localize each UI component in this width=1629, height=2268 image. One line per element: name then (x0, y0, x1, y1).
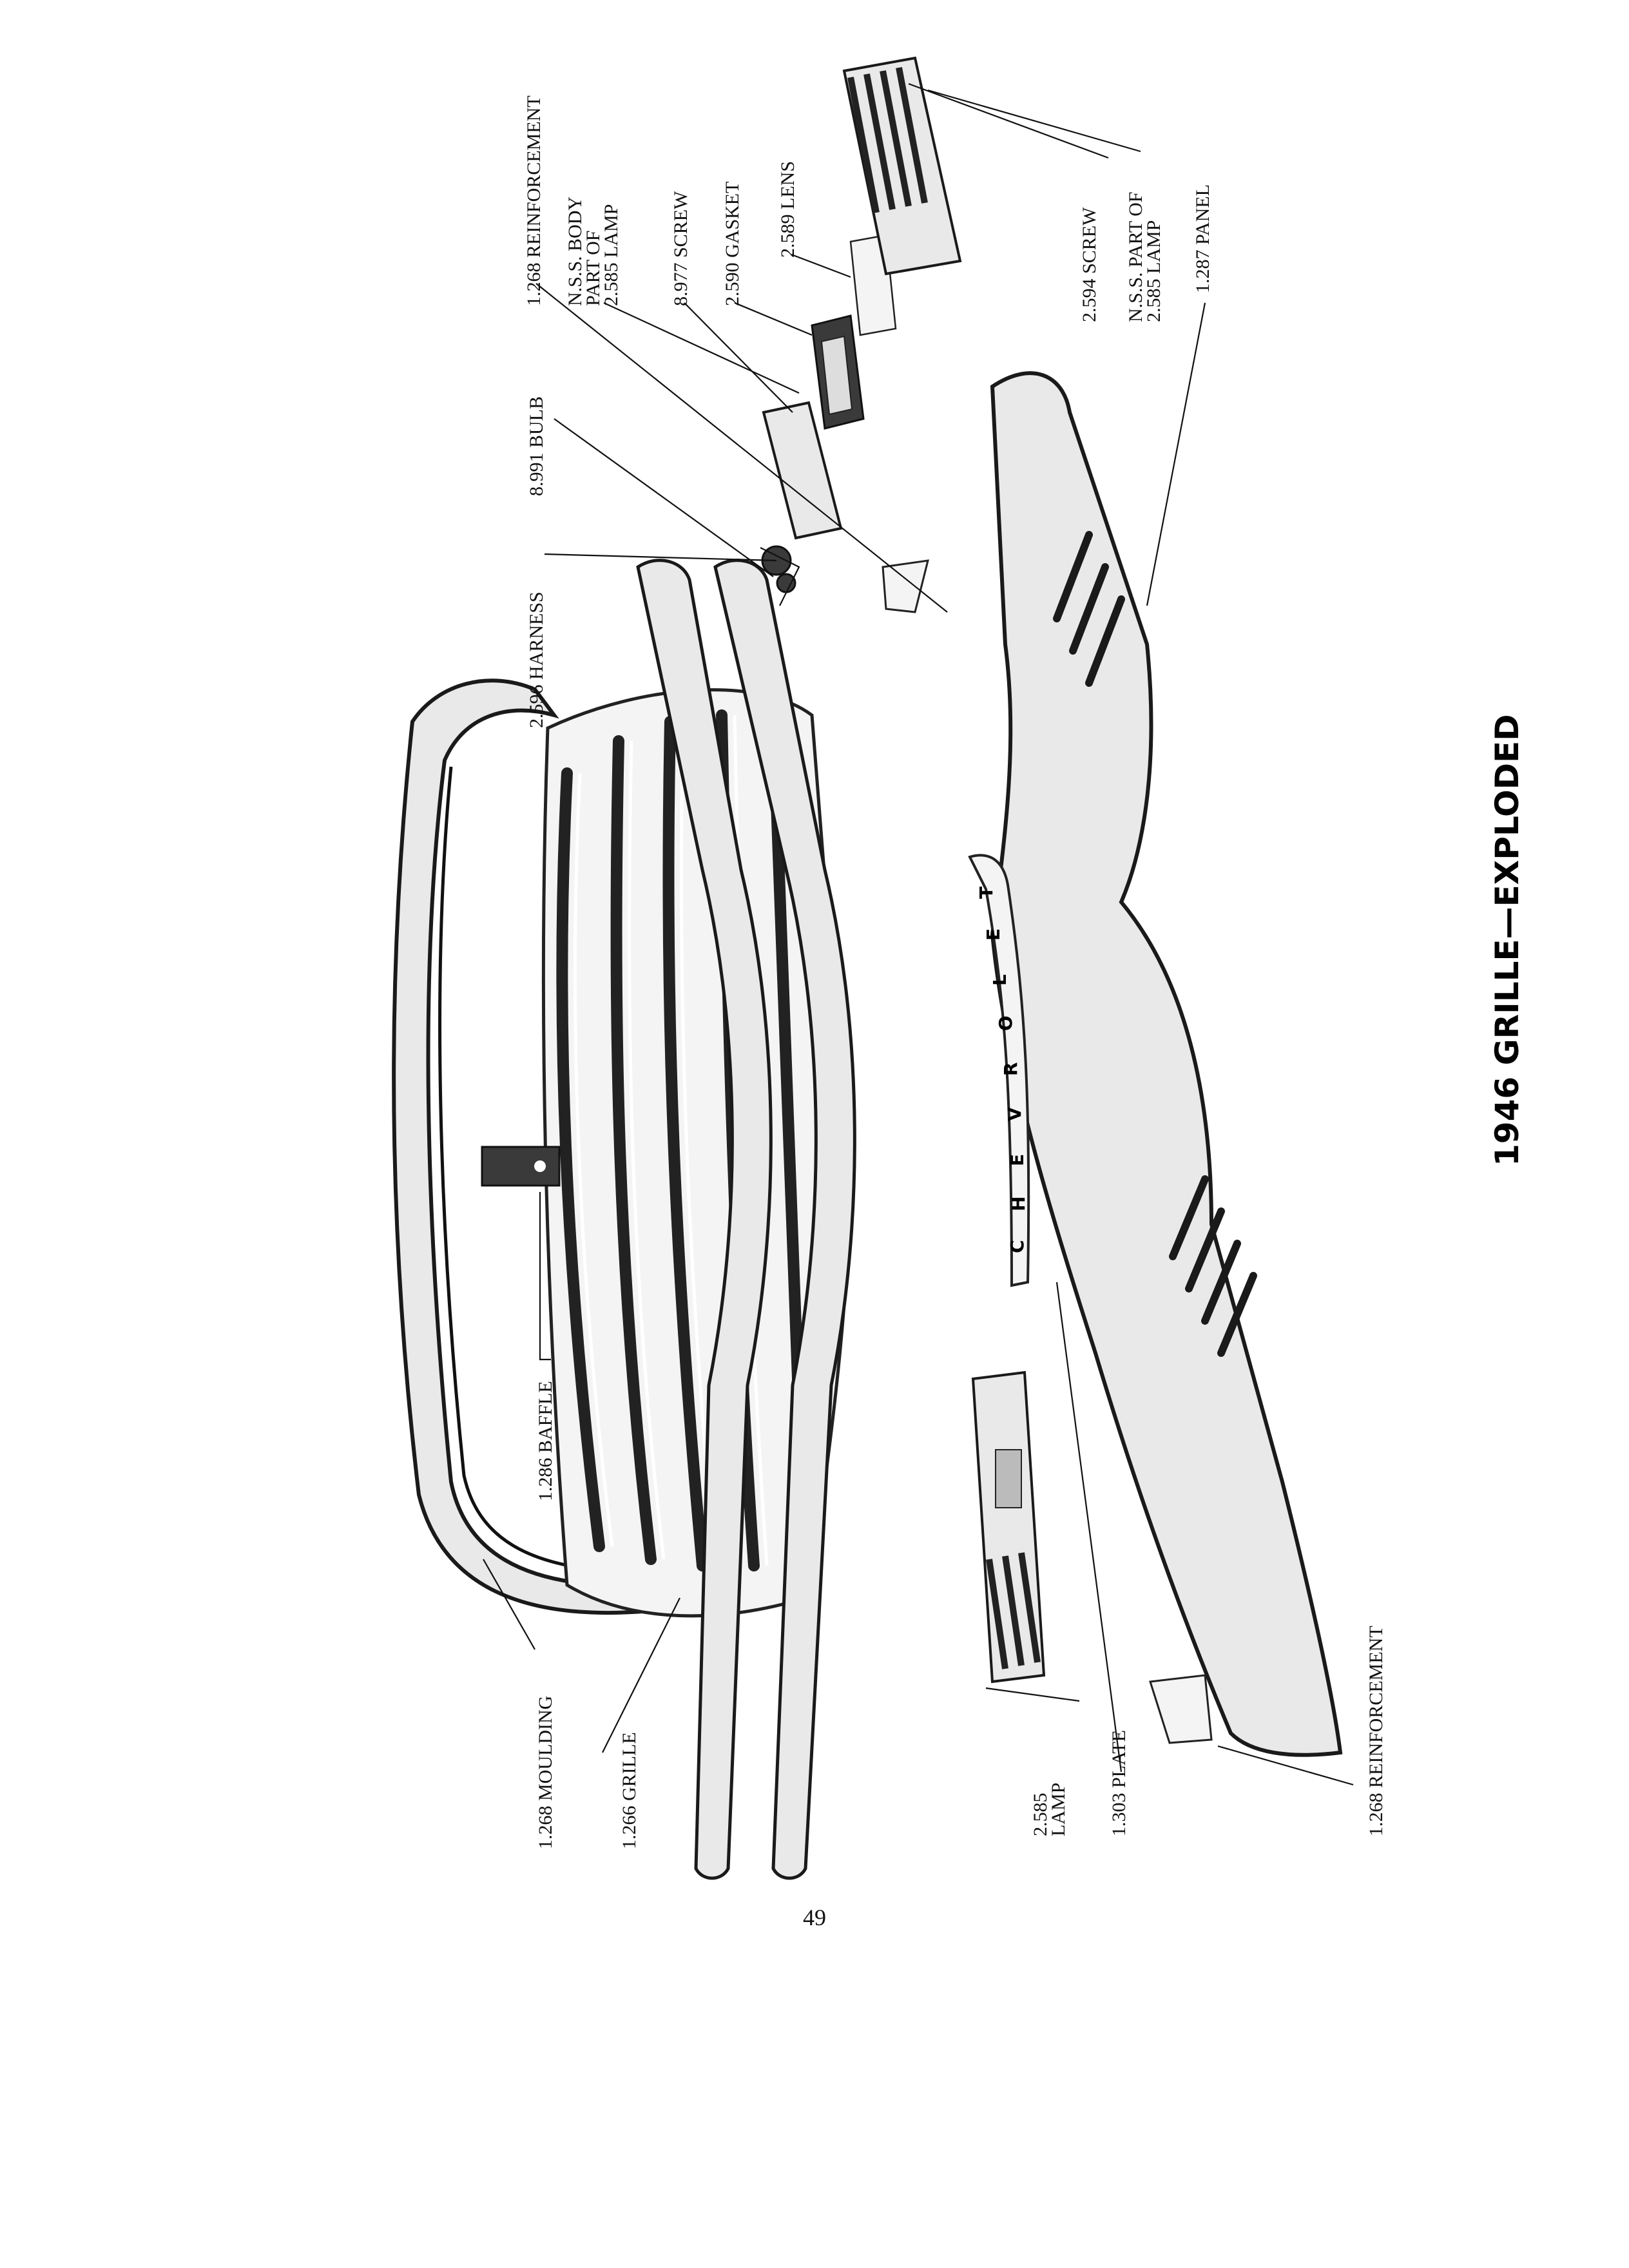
label-screw-8977: 8.977 SCREW (670, 191, 691, 306)
nameplate-letter: H (1008, 1196, 1029, 1211)
label-nss-part-line2: 2.585 LAMP (1143, 220, 1164, 322)
label-screw-2594: 2.594 SCREW (1079, 207, 1100, 322)
panel-louvers (1053, 531, 1257, 1357)
page-number: 49 (803, 1905, 826, 1930)
label-nss-body-line1: N.S.S. BODY (564, 197, 586, 306)
grille-front-bar-1 (636, 559, 773, 1880)
label-nss-body-line2: PART OF (583, 231, 604, 306)
nameplate-letter: E (983, 928, 1004, 941)
reinforcement-upper-part (882, 559, 929, 613)
label-baffle: 1.286 BAFFLE (535, 1381, 556, 1501)
label-panel: 1.287 PANEL (1192, 184, 1213, 293)
label-reinforcement-top: 1.268 REINFORCEMENT (523, 95, 545, 306)
lamp-lower-part (971, 1370, 1046, 1684)
nameplate-part (968, 854, 1030, 1287)
nameplate-letter: O (995, 1015, 1016, 1031)
baffle-hole (534, 1160, 546, 1172)
label-grille: 1.266 GRILLE (619, 1732, 640, 1849)
label-reinforcement-bottom: 1.268 REINFORCEMENT (1365, 1626, 1387, 1836)
lamp-upper-right-part (842, 56, 962, 276)
nameplate-letter: V (1004, 1107, 1025, 1121)
label-nss-part-line1: N.S.S. PART OF (1125, 192, 1146, 322)
diagram-title: 1946 GRILLE—EXPLODED (1489, 714, 1526, 1166)
lamp-body-upper (762, 401, 843, 540)
grille-front-bar-2 (713, 559, 856, 1880)
label-lamp-line2: LAMP (1048, 1783, 1069, 1836)
part-labels: 1.268 REINFORCEMENT N.S.S. BODY PART OF … (523, 95, 1387, 1849)
panel-part (990, 371, 1343, 1757)
label-bulb: 8.991 BULB (526, 396, 547, 496)
nameplate-letter: R (1000, 1062, 1021, 1076)
label-harness: 2.596 HARNESS (526, 591, 547, 728)
moulding-inner-edge (438, 766, 645, 1574)
parts-illustration (392, 56, 1343, 1880)
label-lamp-line1: 2.585 (1030, 1793, 1051, 1837)
leader-lines (483, 82, 1354, 1786)
baffle-part (481, 1146, 561, 1187)
moulding-part (392, 678, 653, 1615)
nameplate-letter: C (1007, 1240, 1028, 1253)
label-moulding: 1.268 MOULDING (535, 1696, 556, 1849)
nameplate-letter: T (976, 887, 997, 899)
label-plate: 1.303 PLATE (1108, 1730, 1130, 1836)
nameplate-letter: E (1007, 1154, 1028, 1166)
label-lens: 2.589 LENS (777, 161, 798, 258)
label-gasket: 2.590 GASKET (722, 182, 743, 306)
nameplate-letter: L (989, 974, 1010, 986)
reinforcement-lower-part (1149, 1674, 1213, 1744)
nameplate-letters: C H E V R O L E T (976, 887, 1029, 1253)
label-nss-body-line3: 2.585 LAMP (601, 204, 622, 306)
